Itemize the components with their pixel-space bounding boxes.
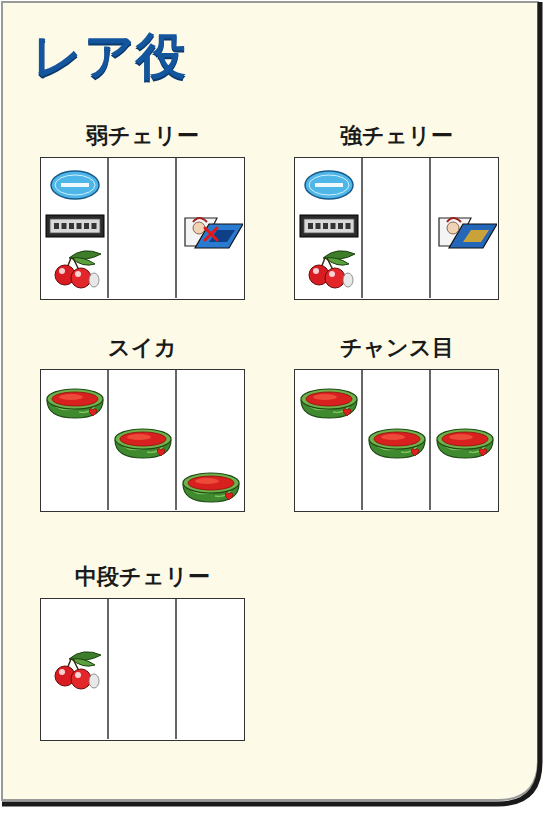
- watermelon-symbol: [183, 473, 239, 502]
- reel-illustration: [295, 370, 497, 510]
- seven-symbol: [185, 218, 243, 248]
- plate-symbol: [300, 215, 358, 237]
- watermelon-symbol: [47, 389, 103, 418]
- card-ground: [2, 2, 538, 800]
- logo-symbol: [305, 171, 353, 199]
- seven-symbol: [439, 218, 497, 248]
- watermelon-symbol: [437, 429, 493, 458]
- panel-heading: スイカ: [40, 330, 245, 366]
- cherry-symbol: [55, 251, 101, 288]
- page-title: レア役: [32, 26, 187, 86]
- reel-panel: 弱チェリー: [40, 118, 245, 300]
- reel-illustration: [41, 158, 243, 298]
- reel-window: [40, 598, 245, 741]
- card-shadow: [2, 2, 540, 804]
- panel-heading: チャンス目: [294, 330, 499, 366]
- cherry-symbol: [55, 652, 101, 689]
- reel-window: [294, 369, 499, 512]
- reel-illustration: [41, 370, 243, 510]
- reel-window: [40, 157, 245, 300]
- reel-panel: チャンス目: [294, 330, 499, 512]
- panel-heading: 強チェリー: [294, 118, 499, 154]
- reel-illustration: [295, 158, 497, 298]
- reel-window: [40, 369, 245, 512]
- watermelon-symbol: [301, 389, 357, 418]
- plate-symbol: [46, 215, 104, 237]
- reel-illustration: [41, 599, 243, 739]
- logo-symbol: [51, 171, 99, 199]
- panel-heading: 弱チェリー: [40, 118, 245, 154]
- watermelon-symbol: [369, 429, 425, 458]
- reel-panel: 中段チェリー: [40, 559, 245, 741]
- reel-panel: 強チェリー: [294, 118, 499, 300]
- reel-panel: スイカ: [40, 330, 245, 512]
- reel-window: [294, 157, 499, 300]
- watermelon-symbol: [115, 429, 171, 458]
- cross-mark: [205, 228, 217, 240]
- panel-heading: 中段チェリー: [40, 559, 245, 595]
- cherry-symbol: [309, 251, 355, 288]
